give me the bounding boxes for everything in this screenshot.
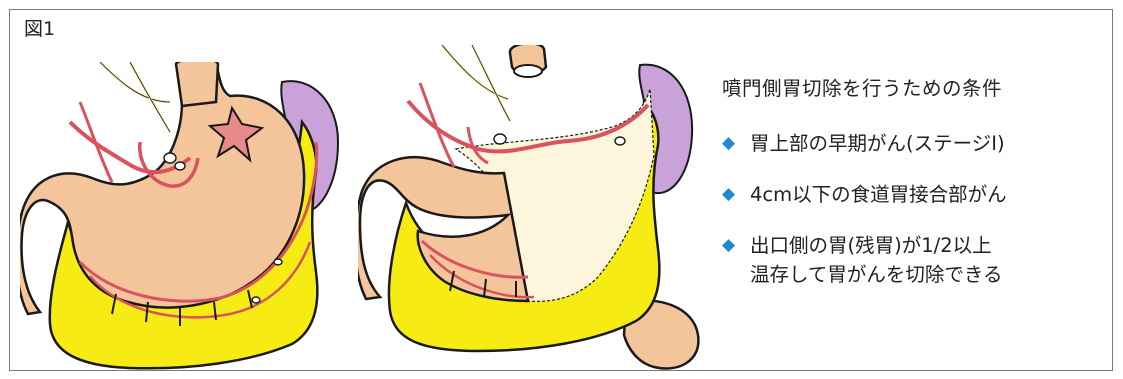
diamond-bullet-icon: ◆ — [722, 129, 750, 158]
conditions-heading: 噴門側胃切除を行うための条件 — [722, 72, 1107, 101]
condition-item: ◆ 胃上部の早期がん(ステージI) — [722, 129, 1107, 158]
stomach-after-proximal-gastrectomy-illustration — [358, 45, 708, 372]
figure-label: 図1 — [24, 14, 55, 41]
condition-item: ◆ 4cm以下の食道胃接合部がん — [722, 180, 1107, 209]
condition-item: ◆ 出口側の胃(残胃)が1/2以上 温存して胃がんを切除できる — [722, 231, 1107, 289]
condition-text: 4cm以下の食道胃接合部がん — [750, 180, 1007, 209]
condition-text: 出口側の胃(残胃)が1/2以上 温存して胃がんを切除できる — [750, 231, 1003, 289]
diamond-bullet-icon: ◆ — [722, 180, 750, 209]
stomach-before-resection-illustration — [20, 62, 350, 372]
remnant-stomach — [358, 157, 528, 301]
conditions-panel: 噴門側胃切除を行うための条件 ◆ 胃上部の早期がん(ステージI) ◆ 4cm以下… — [722, 72, 1107, 315]
condition-text: 胃上部の早期がん(ステージI) — [750, 129, 1005, 158]
diamond-bullet-icon: ◆ — [722, 231, 750, 260]
